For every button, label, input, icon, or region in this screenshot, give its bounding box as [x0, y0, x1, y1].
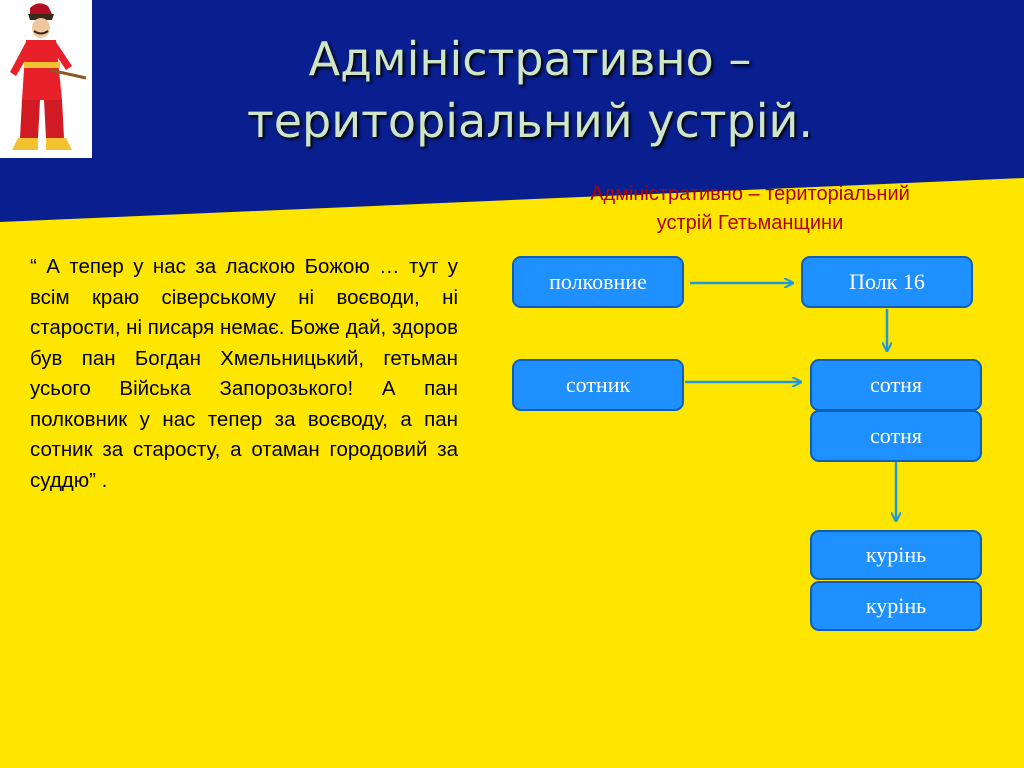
slide-title: Адміністративно – територіальний устрій.: [140, 28, 920, 152]
diagram-subtitle: Адміністративно – територіальний устрій …: [520, 180, 980, 238]
subtitle-line-2: устрій Гетьманщини: [656, 212, 844, 234]
box-kurin-2: курінь: [810, 581, 982, 631]
subtitle-line-1: Адміністративно – територіальний: [590, 183, 910, 205]
box-sotnia-1: сотня: [810, 359, 982, 411]
blue-header-band: [0, 0, 1024, 222]
box-kurin-1: курінь: [810, 530, 982, 580]
title-line-1: Адміністративно –: [308, 32, 752, 86]
title-line-2: територіальний устрій.: [246, 94, 814, 148]
box-sotnia-2: сотня: [810, 410, 982, 462]
box-polkovnyk: полковние: [512, 256, 684, 308]
historical-quote: “ А тепер у нас за ласкою Божою … тут у …: [30, 255, 458, 492]
box-polk: Полк 16: [801, 256, 973, 308]
cossack-figure-icon: [0, 0, 92, 158]
box-sotnyk: сотник: [512, 359, 684, 411]
